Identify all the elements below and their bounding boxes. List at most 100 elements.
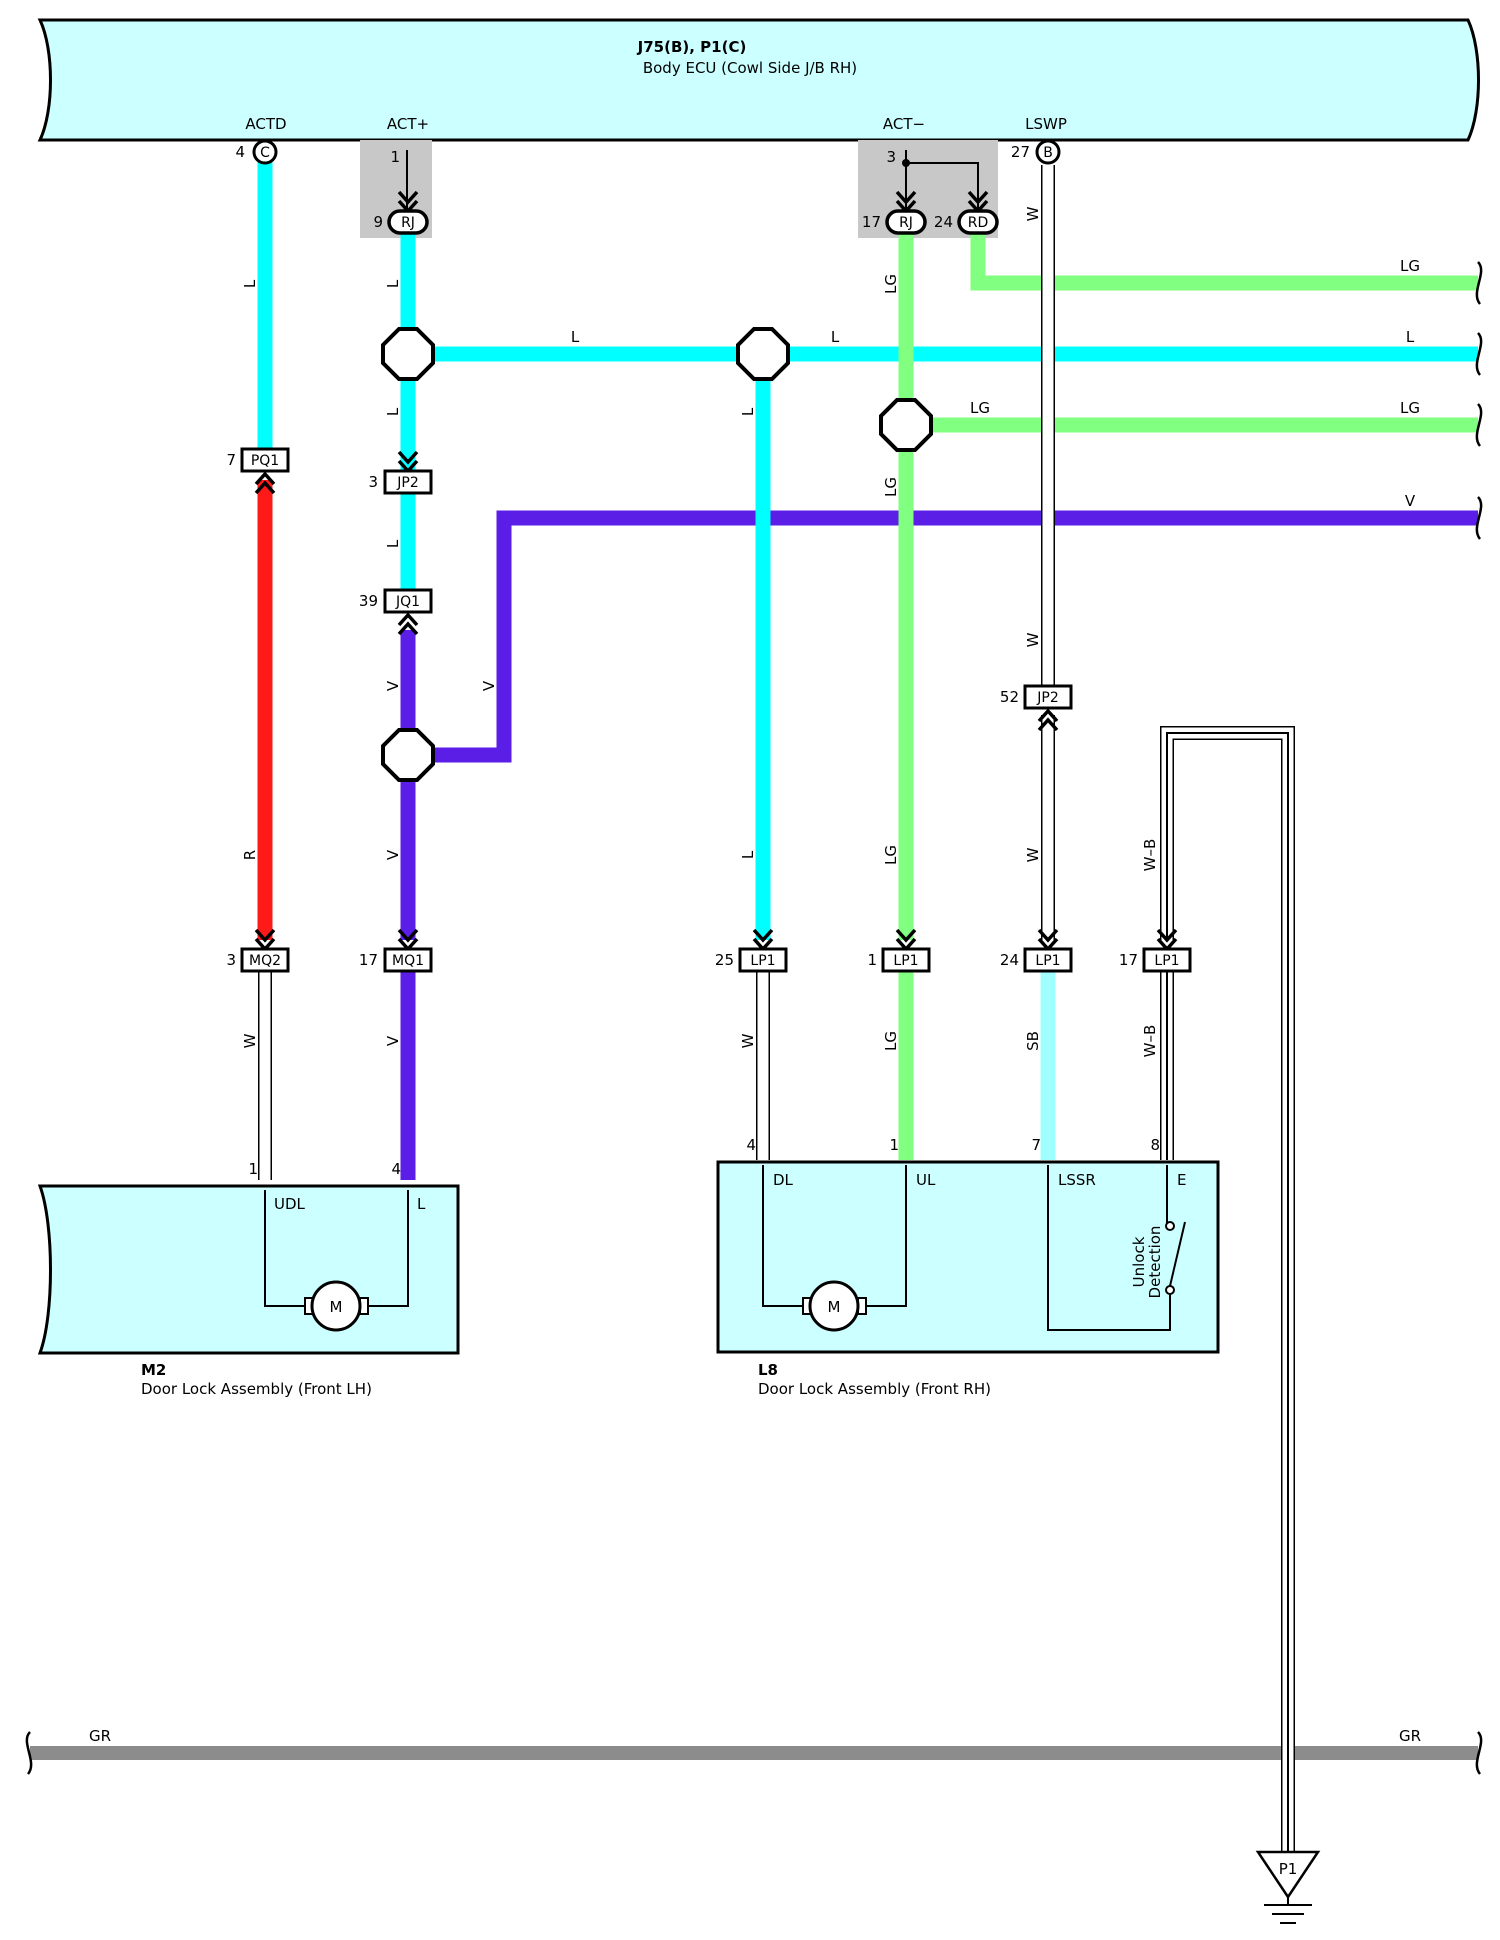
module-m2-internal-wire bbox=[264, 1190, 409, 1307]
connector-rj9-code: RJ bbox=[401, 215, 415, 231]
motor-icon bbox=[808, 1280, 860, 1332]
wire-label: L bbox=[739, 407, 757, 416]
connector-jp2-3 bbox=[383, 469, 433, 495]
connector-pq1 bbox=[240, 447, 290, 473]
wire-label: GR bbox=[89, 1727, 111, 1745]
act-minus-splice-dot bbox=[902, 159, 910, 167]
connector-rj9 bbox=[387, 209, 429, 235]
splice-lg bbox=[879, 398, 933, 452]
wire-label: LG bbox=[882, 477, 900, 497]
wire-end-mark bbox=[1475, 261, 1483, 305]
wire-label: L bbox=[384, 407, 402, 416]
connector-lp1-25-pin: 25 bbox=[715, 951, 734, 969]
splice-l-mid bbox=[736, 327, 790, 381]
switch-contact-top bbox=[1165, 1221, 1175, 1231]
wire-label: LG bbox=[882, 1031, 900, 1051]
wire-label: W bbox=[1024, 206, 1042, 221]
wire-label: W bbox=[739, 1033, 757, 1048]
wire-rd-lg bbox=[970, 232, 1478, 291]
connector-lp1-1-code: LP1 bbox=[893, 953, 918, 969]
ecu-name: Body ECU (Cowl Side J/B RH) bbox=[643, 59, 857, 77]
connector-mq2-pin: 3 bbox=[226, 951, 236, 969]
module-m2-pin-udl: UDL bbox=[274, 1195, 306, 1213]
wire-end-mark bbox=[1475, 332, 1483, 376]
wire-label: LG bbox=[882, 845, 900, 865]
wire-label: V bbox=[384, 849, 402, 860]
module-l8-code: L8 bbox=[758, 1361, 778, 1379]
wire-label: R bbox=[241, 850, 259, 860]
terminal-act-minus: ACT− bbox=[883, 115, 925, 133]
wire-label: L bbox=[1406, 328, 1415, 346]
wire-label: LG bbox=[1400, 257, 1420, 275]
ecu-code: J75(B), P1(C) bbox=[637, 38, 747, 56]
wire-wb-center bbox=[1166, 732, 1289, 1858]
connector-rd24 bbox=[957, 209, 999, 235]
motor-icon bbox=[310, 1280, 362, 1332]
motor-label: M bbox=[828, 1298, 841, 1316]
wire-label: L bbox=[571, 328, 580, 346]
module-m2-pin-l: L bbox=[417, 1195, 426, 1213]
wire-label: LG bbox=[882, 274, 900, 294]
wire-label: L bbox=[241, 279, 259, 288]
module-l8-pin-1: 1 bbox=[889, 1136, 899, 1154]
terminal-lswp-pin: 27 bbox=[1011, 143, 1030, 161]
connector-lp1-17-code: LP1 bbox=[1154, 953, 1179, 969]
terminal-actd-connector bbox=[252, 139, 278, 165]
connector-lp1-25 bbox=[738, 947, 788, 973]
connector-mq2-code: MQ2 bbox=[249, 953, 281, 969]
switch-icon bbox=[1169, 1221, 1186, 1287]
module-l8-motor-wire bbox=[762, 1165, 907, 1307]
connector-jp2-3-pin: 3 bbox=[368, 473, 378, 491]
wire-label: W–B bbox=[1141, 839, 1159, 872]
terminal-act-plus: ACT+ bbox=[387, 115, 429, 133]
connector-mq1-code: MQ1 bbox=[392, 953, 424, 969]
connector-rj17-pin: 17 bbox=[862, 213, 881, 231]
wire-label: W bbox=[1024, 847, 1042, 862]
connector-jq1 bbox=[383, 588, 433, 614]
motor-label: M bbox=[330, 1298, 343, 1316]
switch-contact-bottom bbox=[1165, 1285, 1175, 1295]
wire-label: V bbox=[1405, 492, 1416, 510]
connector-rd24-code: RD bbox=[968, 215, 989, 231]
wire-label: L bbox=[831, 328, 840, 346]
module-l8-pin-dl: DL bbox=[773, 1171, 794, 1189]
connector-jq1-pin: 39 bbox=[359, 592, 378, 610]
terminal-act-plus-pin: 1 bbox=[390, 148, 400, 166]
switch-label-unlock: Unlock bbox=[1130, 1236, 1148, 1287]
connector-lp1-1-pin: 1 bbox=[867, 951, 877, 969]
connector-lp1-24 bbox=[1023, 947, 1073, 973]
connector-mq2 bbox=[240, 947, 290, 973]
module-m2-name: Door Lock Assembly (Front LH) bbox=[141, 1380, 372, 1398]
connector-rj17-code: RJ bbox=[899, 215, 913, 231]
connector-rj17 bbox=[885, 209, 927, 235]
connector-jp2-52 bbox=[1023, 684, 1073, 710]
wire-label: W bbox=[1024, 632, 1042, 647]
connector-rj9-pin: 9 bbox=[373, 213, 383, 231]
wire-label: GR bbox=[1399, 1727, 1421, 1745]
connector-jp2-3-code: JP2 bbox=[396, 475, 418, 491]
wire-label: V bbox=[480, 680, 498, 691]
module-l8-pin-e: E bbox=[1177, 1171, 1186, 1189]
ground-symbol bbox=[1255, 1850, 1321, 1900]
connector-pq1-code: PQ1 bbox=[251, 453, 279, 469]
module-m2-pin-4: 4 bbox=[391, 1160, 401, 1178]
wire-label: V bbox=[384, 1035, 402, 1046]
wire-label: L bbox=[384, 539, 402, 548]
splice-v bbox=[381, 728, 435, 782]
connector-lp1-17 bbox=[1142, 947, 1192, 973]
terminal-lswp-connector bbox=[1035, 139, 1061, 165]
wire-label: LG bbox=[1400, 399, 1420, 417]
body-ecu-box bbox=[37, 18, 1480, 142]
connector-jq1-code: JQ1 bbox=[395, 594, 420, 610]
wire-label: W bbox=[241, 1033, 259, 1048]
connector-rd24-pin: 24 bbox=[934, 213, 953, 231]
connector-jp2-52-pin: 52 bbox=[1000, 688, 1019, 706]
terminal-lswp: LSWP bbox=[1025, 115, 1067, 133]
module-l8-pin-lssr: LSSR bbox=[1058, 1171, 1096, 1189]
terminal-act-minus-pin: 3 bbox=[886, 148, 896, 166]
wire-end-mark bbox=[1475, 1731, 1483, 1775]
wire-v-branch bbox=[408, 510, 1478, 763]
connector-lp1-24-code: LP1 bbox=[1035, 953, 1060, 969]
wire-end-mark bbox=[1475, 496, 1483, 540]
